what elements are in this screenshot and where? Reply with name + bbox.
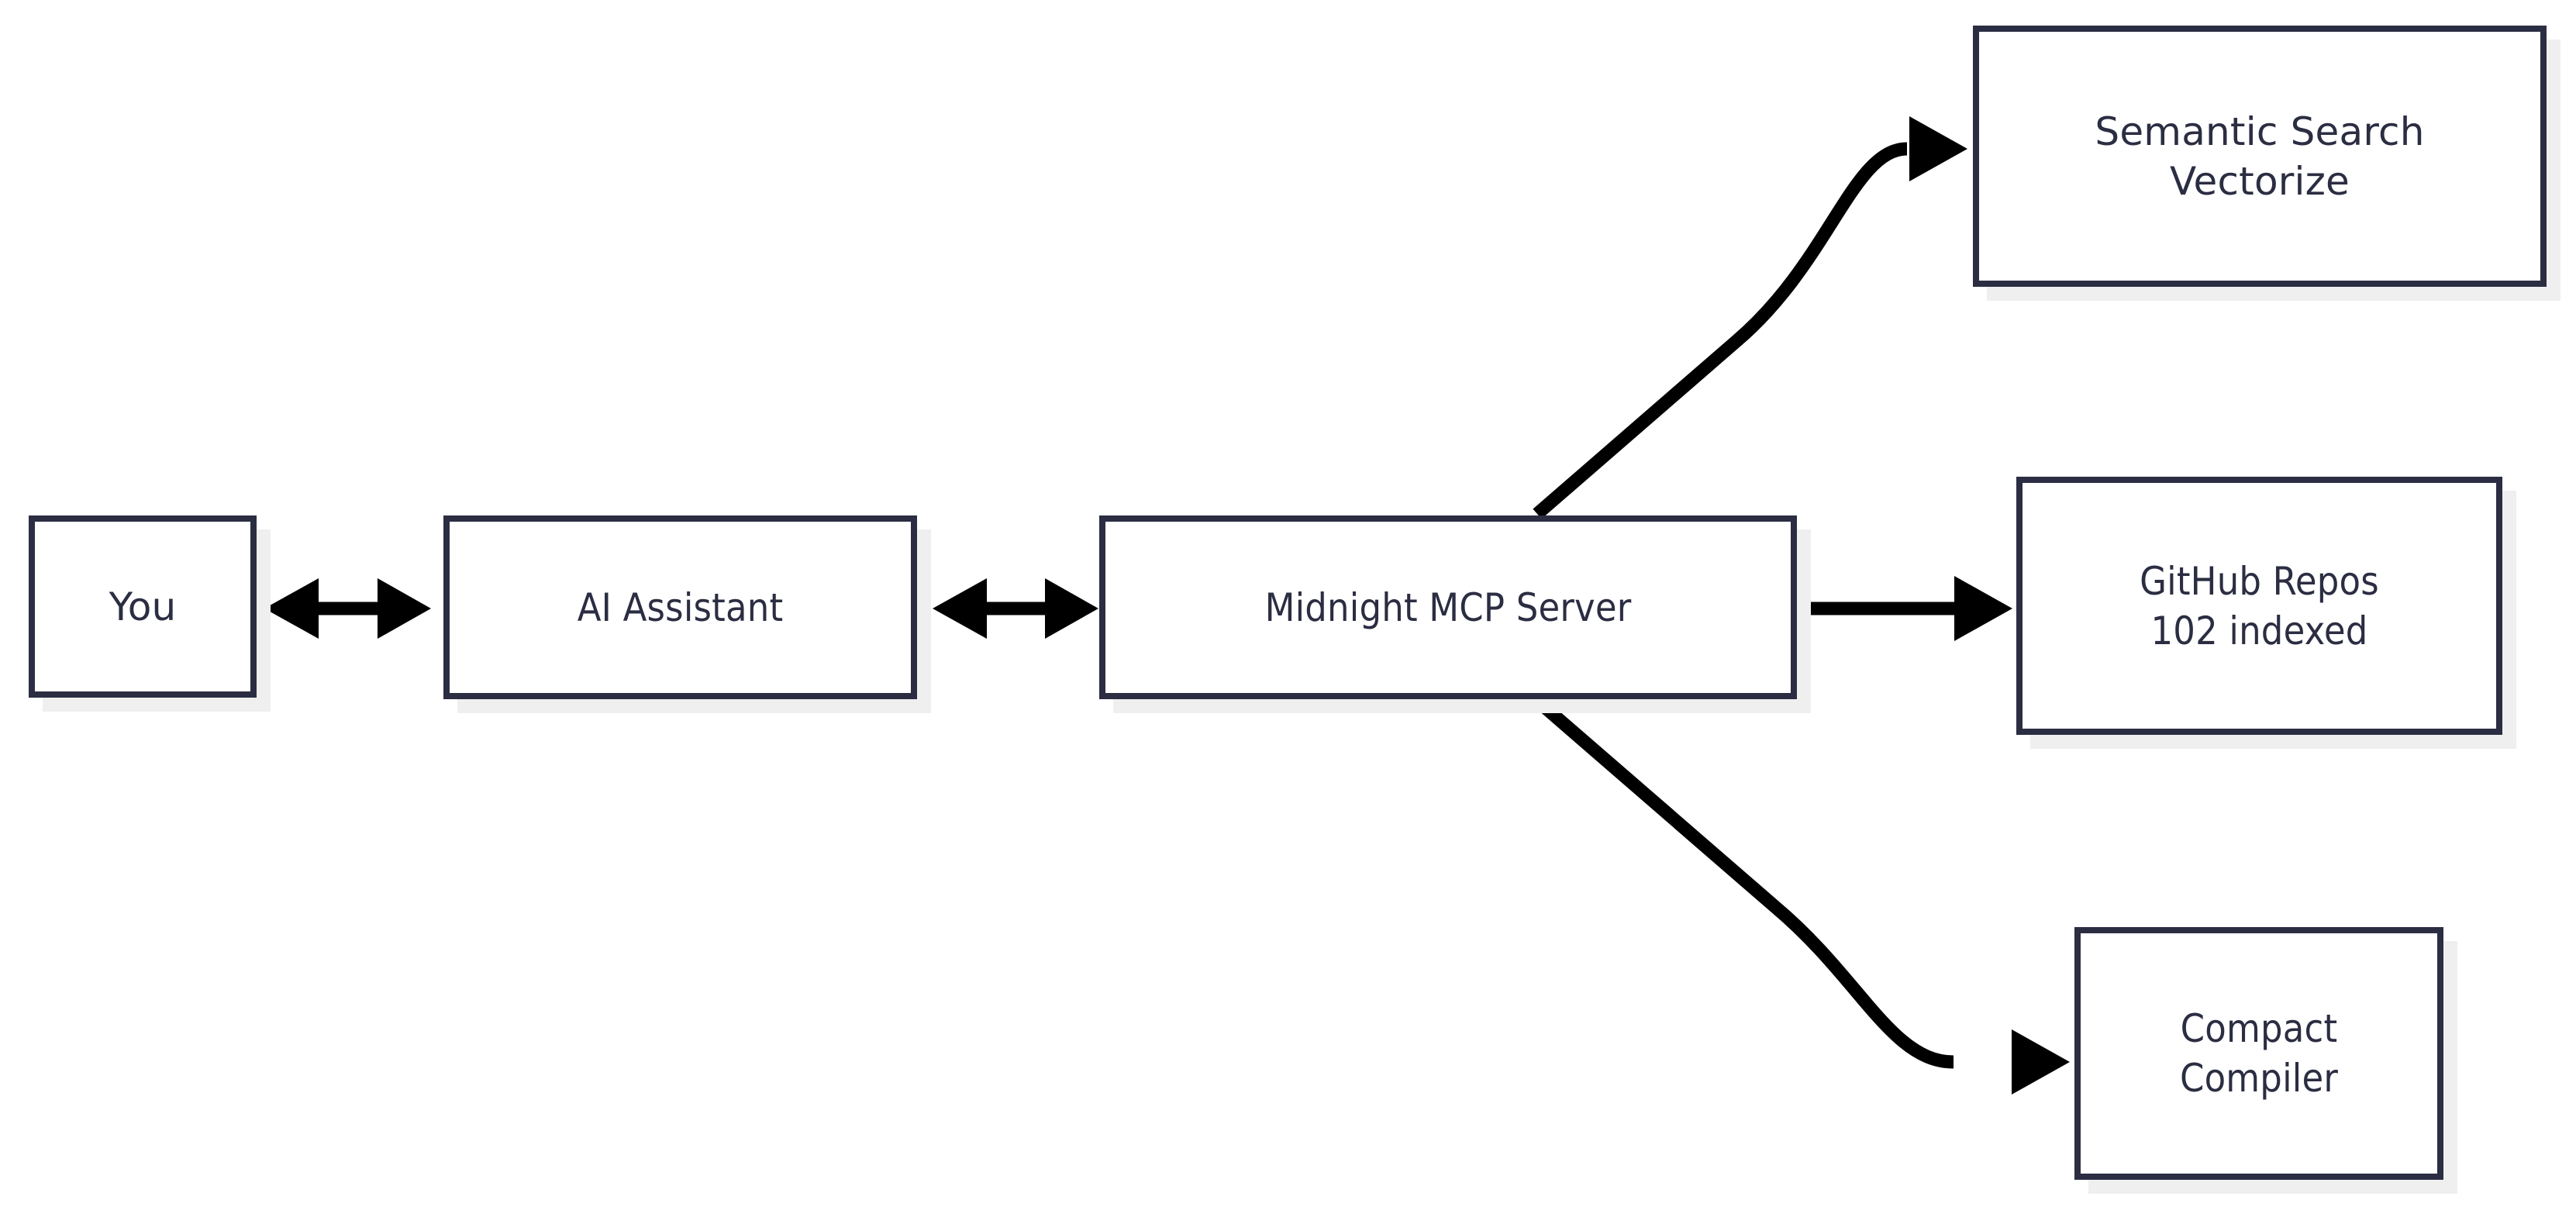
node-midnight-mcp-server-label: Midnight MCP Server	[1264, 584, 1632, 630]
edge-ai-assistant-mcp	[933, 578, 1098, 639]
node-midnight-mcp-server[interactable]: Midnight MCP Server	[1099, 515, 1797, 699]
node-ai-assistant[interactable]: AI Assistant	[443, 515, 917, 699]
edge-mcp-semantic-search	[1533, 116, 1967, 519]
node-you-label: You	[109, 584, 177, 629]
edge-mcp-github-repos	[1797, 576, 2012, 641]
node-you[interactable]: You	[29, 515, 257, 698]
node-ai-assistant-label: AI Assistant	[577, 584, 784, 630]
edge-you-ai-assistant	[264, 578, 431, 639]
edge-mcp-compact-compiler	[1532, 695, 2070, 1095]
